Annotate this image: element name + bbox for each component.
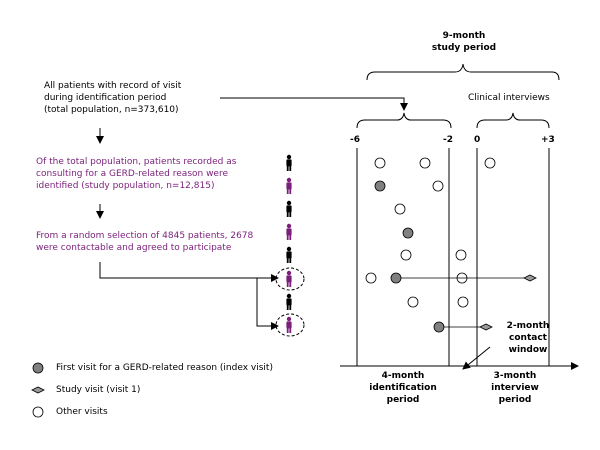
other-visit-marker bbox=[407, 296, 419, 308]
tick-label-zero: 0 bbox=[474, 135, 481, 145]
selected-patient-circle-1 bbox=[275, 267, 305, 291]
interview-period-line: 3-month bbox=[493, 371, 537, 381]
contact-window-line: window bbox=[508, 345, 548, 355]
legend-index-visit-label: First visit for a GERD-related reason (i… bbox=[56, 363, 273, 373]
contact-window-line: contact bbox=[509, 333, 547, 343]
other-visit-marker bbox=[484, 157, 496, 169]
contact-window-line: 2-month bbox=[506, 321, 550, 331]
arrow-selection-to-patient bbox=[99, 262, 279, 282]
study-visit-marker bbox=[523, 274, 537, 282]
identification-brace bbox=[356, 112, 452, 129]
person-icon bbox=[286, 223, 292, 240]
other-visit-marker bbox=[365, 272, 377, 284]
interview-period-line: interview bbox=[491, 383, 539, 393]
study-period-brace bbox=[366, 63, 560, 81]
study-period-line-2: study period bbox=[431, 43, 497, 53]
person-icon bbox=[286, 246, 292, 263]
flow-step3-line: were contactable and agreed to participa… bbox=[36, 243, 232, 253]
index-visit-marker bbox=[390, 272, 402, 284]
interview-period-line: period bbox=[498, 395, 532, 405]
flow-step2-line: consulting for a GERD-related reason wer… bbox=[36, 169, 229, 179]
flow-step-total-population: All patients with record of visit during… bbox=[44, 80, 181, 116]
person-icon bbox=[286, 200, 292, 217]
identification-period-line: period bbox=[386, 395, 420, 405]
legend-study-visit-icon bbox=[31, 386, 45, 394]
flow-step1-line: All patients with record of visit bbox=[44, 81, 182, 91]
study-period-label: 9-month study period bbox=[412, 30, 516, 54]
legend-study-visit-label: Study visit (visit 1) bbox=[56, 385, 141, 395]
legend-other-visits-label: Other visits bbox=[56, 407, 108, 417]
other-visit-marker bbox=[419, 157, 431, 169]
flow-step-participants: From a random selection of 4845 patients… bbox=[36, 230, 253, 254]
clinical-interviews-label: Clinical interviews bbox=[468, 93, 550, 103]
other-visit-marker bbox=[374, 157, 386, 169]
identification-period-line: 4-month bbox=[381, 371, 425, 381]
tick-label-plus3: +3 bbox=[541, 135, 555, 145]
person-icon bbox=[286, 177, 292, 194]
person-icon bbox=[286, 316, 292, 333]
flow-step1-line: (total population, n=373,610) bbox=[44, 105, 179, 115]
flow-step2-line: identified (study population, n=12,815) bbox=[36, 181, 215, 191]
identification-period-line: identification bbox=[369, 383, 437, 393]
index-visit-marker bbox=[402, 227, 414, 239]
identification-period-label: 4-month identification period bbox=[355, 370, 451, 406]
index-visit-marker bbox=[433, 321, 445, 333]
other-visit-marker bbox=[394, 203, 406, 215]
contact-window-pointer bbox=[462, 346, 491, 370]
arrow-total-to-brace bbox=[220, 97, 408, 111]
arrow-branch-patient bbox=[256, 278, 279, 330]
other-visit-marker bbox=[400, 249, 412, 261]
flow-step2-line: Of the total population, patients record… bbox=[36, 157, 237, 167]
index-visit-marker bbox=[374, 180, 386, 192]
other-visit-marker bbox=[455, 249, 467, 261]
flow-step-study-population: Of the total population, patients record… bbox=[36, 156, 236, 192]
flow-step1-line: during identification period bbox=[44, 93, 167, 103]
selected-patient-circle-2 bbox=[275, 313, 305, 337]
study-visit-marker bbox=[479, 323, 493, 331]
person-icon bbox=[286, 154, 292, 171]
contact-window-label: 2-month contact window bbox=[488, 320, 568, 356]
legend-other-visit-icon bbox=[32, 406, 44, 418]
flow-step3-line: From a random selection of 4845 patients… bbox=[36, 231, 254, 241]
interviews-brace bbox=[476, 112, 550, 129]
other-visit-marker bbox=[432, 180, 444, 192]
interview-period-label: 3-month interview period bbox=[475, 370, 555, 406]
tick-label-minus6: -6 bbox=[350, 135, 360, 145]
tick-label-minus2: -2 bbox=[443, 135, 453, 145]
study-period-line-1: 9-month bbox=[442, 31, 486, 41]
legend-index-visit-icon bbox=[32, 362, 44, 374]
person-icon bbox=[286, 293, 292, 310]
other-visit-marker bbox=[457, 296, 469, 308]
person-icon bbox=[286, 270, 292, 287]
